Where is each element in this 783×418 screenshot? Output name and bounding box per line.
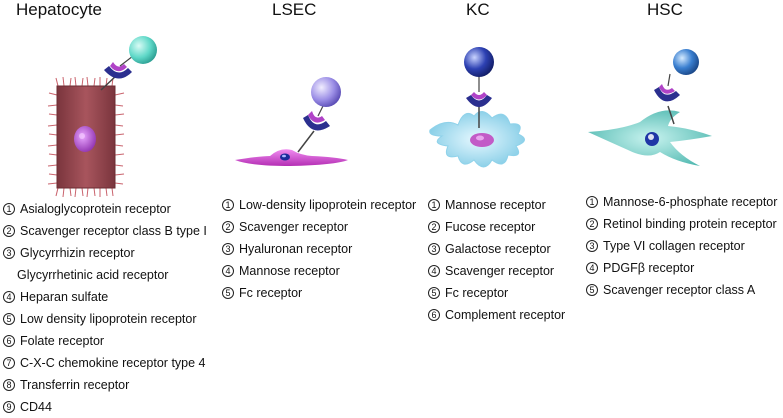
lsec-receptor-ligand	[297, 77, 341, 153]
cell-illustrations	[47, 36, 712, 198]
title-hepatocyte: Hepatocyte	[16, 0, 102, 19]
list-item: Glycyrrhetinic acid receptor	[17, 268, 169, 282]
hepatocyte-receptor-ligand	[100, 36, 157, 91]
title-hsc: HSC	[647, 0, 683, 19]
hsc-receptor-ligand	[654, 49, 699, 125]
kc-cell	[429, 111, 525, 168]
lsec-cell	[235, 149, 348, 166]
title-kc: KC	[466, 0, 490, 19]
title-lsec: LSEC	[272, 0, 317, 19]
hepatocyte-cell	[47, 76, 125, 198]
hsc-cell	[588, 110, 712, 166]
kc-receptor-ligand	[464, 47, 494, 128]
